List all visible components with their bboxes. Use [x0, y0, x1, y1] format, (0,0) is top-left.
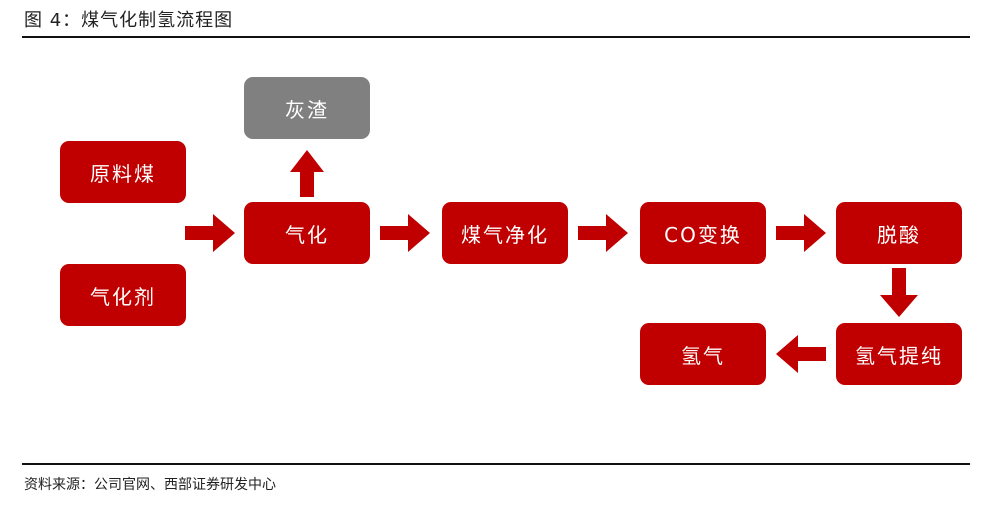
- arrow-deacidification-to-h2-purification: [880, 268, 918, 317]
- node-co-shift: CO变换: [640, 202, 766, 264]
- bottom-divider: [22, 463, 970, 465]
- node-gasifying-agent: 气化剂: [60, 264, 186, 326]
- node-ash: 灰渣: [244, 77, 370, 139]
- node-h2-purification: 氢气提纯: [836, 323, 962, 385]
- node-gasification: 气化: [244, 202, 370, 264]
- arrow-inputs-to-gasification: [185, 214, 235, 252]
- arrow-co-shift-to-deacidification: [776, 214, 826, 252]
- node-gas-purification: 煤气净化: [442, 202, 568, 264]
- arrow-purification-to-co-shift: [578, 214, 628, 252]
- node-hydrogen: 氢气: [640, 323, 766, 385]
- arrow-gasification-to-purification: [380, 214, 430, 252]
- figure-title: 图 4：煤气化制氢流程图: [24, 10, 234, 31]
- arrow-h2-purification-to-hydrogen: [776, 335, 826, 373]
- node-feed-coal: 原料煤: [60, 141, 186, 203]
- arrow-gasification-to-ash: [290, 150, 324, 197]
- top-divider: [22, 36, 970, 38]
- source-note: 资料来源：公司官网、西部证券研发中心: [24, 477, 276, 493]
- node-deacidification: 脱酸: [836, 202, 962, 264]
